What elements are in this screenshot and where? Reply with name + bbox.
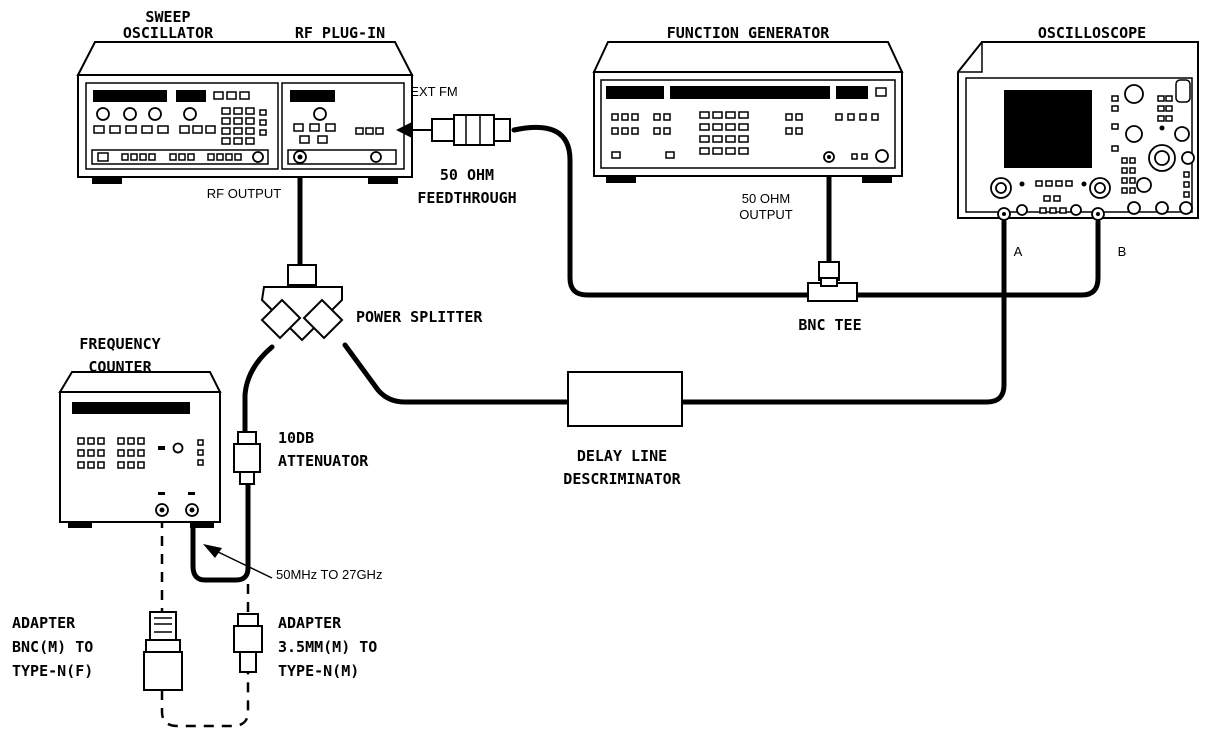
cable-delay-line-to-scope-a: [679, 219, 1007, 405]
fg-output-label-line1: 50 OHM: [742, 191, 790, 206]
feedthrough-label-line1: 50 OHM: [440, 166, 494, 184]
oscilloscope-instrument: [957, 41, 1199, 221]
bnc-tee: [807, 261, 858, 302]
attenuator-label-line2: ATTENUATOR: [278, 452, 369, 470]
cable-splitter-to-delay-line: [342, 342, 571, 405]
frequency-counter-label-line2: COUNTER: [88, 358, 152, 376]
channel-b-label: B: [1118, 244, 1127, 259]
adapter-35mm-to-type-n: [233, 613, 263, 673]
adapter-bnc-label-line1: ADAPTER: [12, 614, 76, 632]
fg-output-label-line2: OUTPUT: [739, 207, 793, 222]
adapter-35-label-line2: 3.5MM(M) TO: [278, 638, 377, 656]
frequency-counter-instrument: [58, 371, 222, 528]
adapter-35-label-line3: TYPE-N(M): [278, 662, 359, 680]
rf-plugin-label: RF PLUG-IN: [295, 24, 385, 42]
delay-line-label-line2: DESCRIMINATOR: [563, 470, 681, 488]
function-generator-label: FUNCTION GENERATOR: [667, 24, 831, 42]
adapter-bnc-to-type-n: [143, 611, 183, 691]
attenuator-component: [233, 431, 261, 485]
adapter-bnc-label-line3: TYPE-N(F): [12, 662, 93, 680]
frequency-counter-label-line1: FREQUENCY: [79, 335, 160, 353]
sweep-oscillator-label-line1: SWEEP: [145, 8, 190, 26]
cable-tee-to-scope-b: [854, 219, 1101, 298]
oscilloscope-label: OSCILLOSCOPE: [1038, 24, 1146, 42]
attenuator-label-line1: 10DB: [278, 429, 314, 447]
cable-splitter-to-attenuator: [242, 344, 275, 435]
adapter-bnc-label-line2: BNC(M) TO: [12, 638, 93, 656]
adapter-35-label-line1: ADAPTER: [278, 614, 342, 632]
delay-line-label-line1: DELAY LINE: [577, 447, 667, 465]
frequency-range-label: 50MHz TO 27GHz: [276, 567, 382, 582]
power-splitter-label: POWER SPLITTER: [356, 308, 483, 326]
sweep-oscillator-label-line2: OSCILLATOR: [123, 24, 214, 42]
cable-attenuator-to-counter: [190, 479, 251, 583]
feedthrough-label-line2: FEEDTHROUGH: [417, 189, 516, 207]
function-generator-instrument: [592, 41, 904, 183]
cables: [160, 124, 1101, 728]
rf-output-label: RF OUTPUT: [207, 186, 281, 201]
power-splitter: [260, 264, 344, 342]
cable-feedthrough-to-tee: [511, 124, 811, 298]
feedthrough-connector: [396, 114, 511, 146]
sweep-oscillator-instrument: [76, 41, 414, 184]
channel-a-label: A: [1014, 244, 1023, 259]
dashed-adapter-loop: [160, 672, 250, 728]
bnc-tee-label: BNC TEE: [798, 316, 861, 334]
frequency-range-arrow: [203, 544, 273, 579]
ext-fm-label: EXT FM: [410, 84, 457, 99]
delay-line-box: [567, 371, 683, 427]
